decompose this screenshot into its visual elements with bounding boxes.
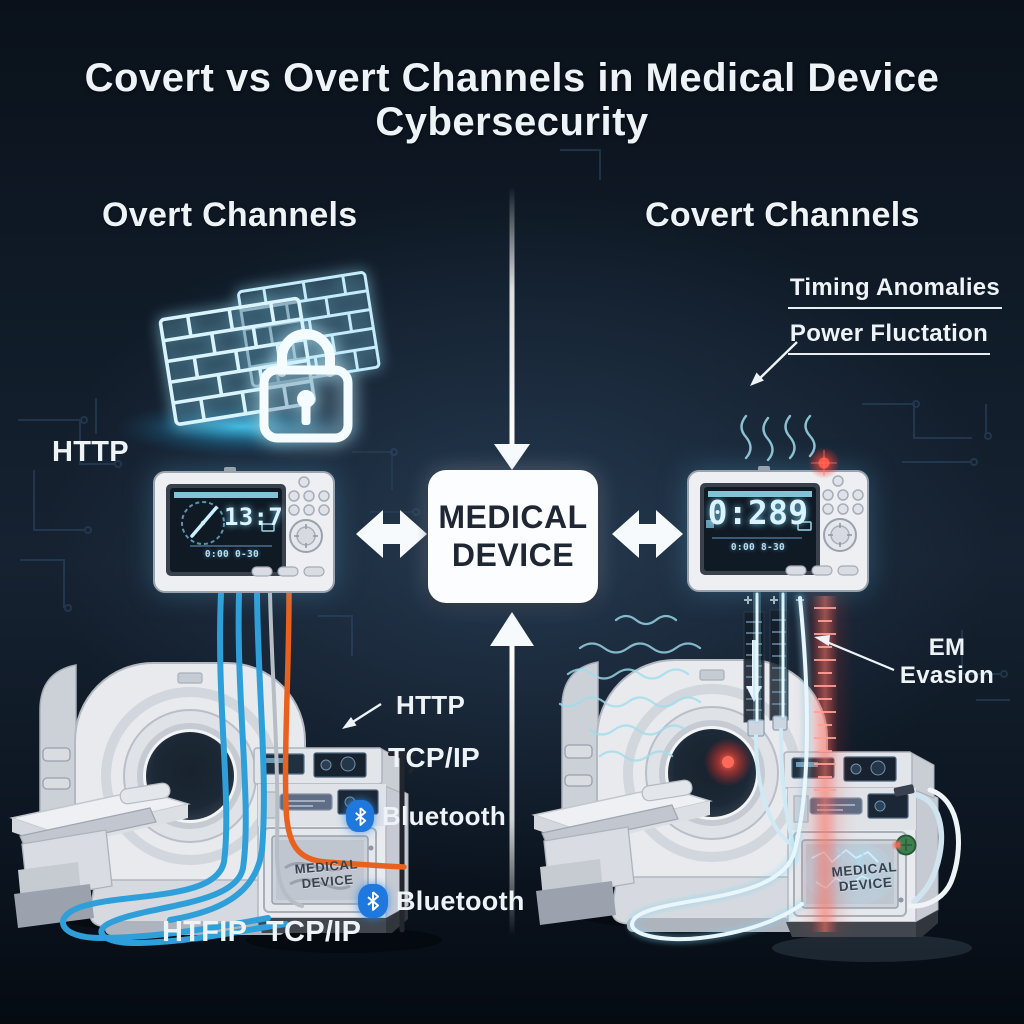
right-monitor-reading: 0:289 bbox=[707, 493, 809, 532]
bidirectional-arrow-icon bbox=[612, 510, 683, 558]
bidirectional-arrow-icon bbox=[356, 510, 427, 558]
covert-timing-anomalies-label: Timing Anomalies bbox=[788, 274, 1002, 309]
right-monitor-sub-reading: 0:00 8-30 bbox=[730, 542, 786, 553]
heat-wave-icon bbox=[740, 414, 816, 462]
left-monitor-screen-graphics bbox=[181, 501, 275, 547]
left-cart-window-cables bbox=[284, 860, 354, 890]
left-monitor-reading: 13:7 bbox=[224, 503, 283, 531]
medical-device-line-1: MEDICAL bbox=[438, 498, 588, 535]
overt-tcpip-bottom-label: TCP/IP bbox=[266, 916, 362, 948]
left-cart-shadow bbox=[246, 927, 442, 953]
covert-em-evasion-label: EM Evasion bbox=[894, 634, 1000, 691]
overt-http-top-label: HTTP bbox=[52, 436, 129, 468]
overt-bluetooth-row-2: Bluetooth bbox=[358, 884, 525, 918]
em-evasion-line-1: EM bbox=[928, 634, 966, 661]
down-arrow-icon bbox=[494, 186, 530, 470]
bluetooth-icon bbox=[358, 884, 388, 918]
overt-tcpip-label: TCP/IP bbox=[388, 742, 481, 773]
circuit-traces bbox=[18, 149, 1010, 701]
red-alert-light-icon bbox=[808, 447, 840, 479]
overt-cables bbox=[60, 590, 407, 947]
em-wave-icon bbox=[558, 614, 702, 762]
right-cart-knob bbox=[893, 834, 917, 856]
overt-http-label: HTTP bbox=[396, 690, 466, 720]
covert-cables bbox=[627, 590, 812, 945]
annotation-arrow-power bbox=[750, 341, 798, 386]
power-ruler bbox=[806, 592, 844, 932]
page-title: Covert vs Overt Channels in Medical Devi… bbox=[0, 56, 1024, 144]
annotation-arrow-http bbox=[342, 702, 382, 729]
covert-power-fluctation-label: Power Fluctation bbox=[788, 320, 990, 355]
iv-pole bbox=[388, 752, 416, 933]
overt-bluetooth-label-2: Bluetooth bbox=[396, 885, 525, 916]
em-evasion-line-2: Evasion bbox=[899, 662, 995, 690]
title-line-2: Medical Device Cybersecurity bbox=[375, 56, 940, 144]
right-monitor-screen-graphics bbox=[706, 520, 812, 539]
padlock-icon bbox=[259, 329, 353, 443]
red-alert-light-icon bbox=[704, 738, 752, 786]
overt-htfip-label: HTFIP bbox=[162, 916, 248, 948]
right-cart-shadow bbox=[772, 934, 972, 962]
overt-bluetooth-label-1: Bluetooth bbox=[382, 800, 507, 831]
bluetooth-icon bbox=[346, 800, 374, 832]
overt-channels-heading: Overt Channels bbox=[102, 196, 358, 234]
up-arrow-icon bbox=[490, 612, 534, 936]
right-cart-tubes bbox=[893, 784, 962, 909]
title-line-1: Covert vs Overt Channels in bbox=[84, 56, 634, 100]
firewall-icon bbox=[158, 271, 381, 426]
medical-device-line-2: DEVICE bbox=[451, 536, 575, 573]
medical-device-hub: MEDICAL DEVICE bbox=[428, 470, 598, 603]
overt-bluetooth-row-1: Bluetooth bbox=[346, 800, 506, 832]
covert-channels-heading: Covert Channels bbox=[645, 196, 920, 234]
left-monitor-sub-reading: 0:00 0-30 bbox=[204, 549, 260, 560]
annotation-arrow-em bbox=[814, 635, 895, 672]
